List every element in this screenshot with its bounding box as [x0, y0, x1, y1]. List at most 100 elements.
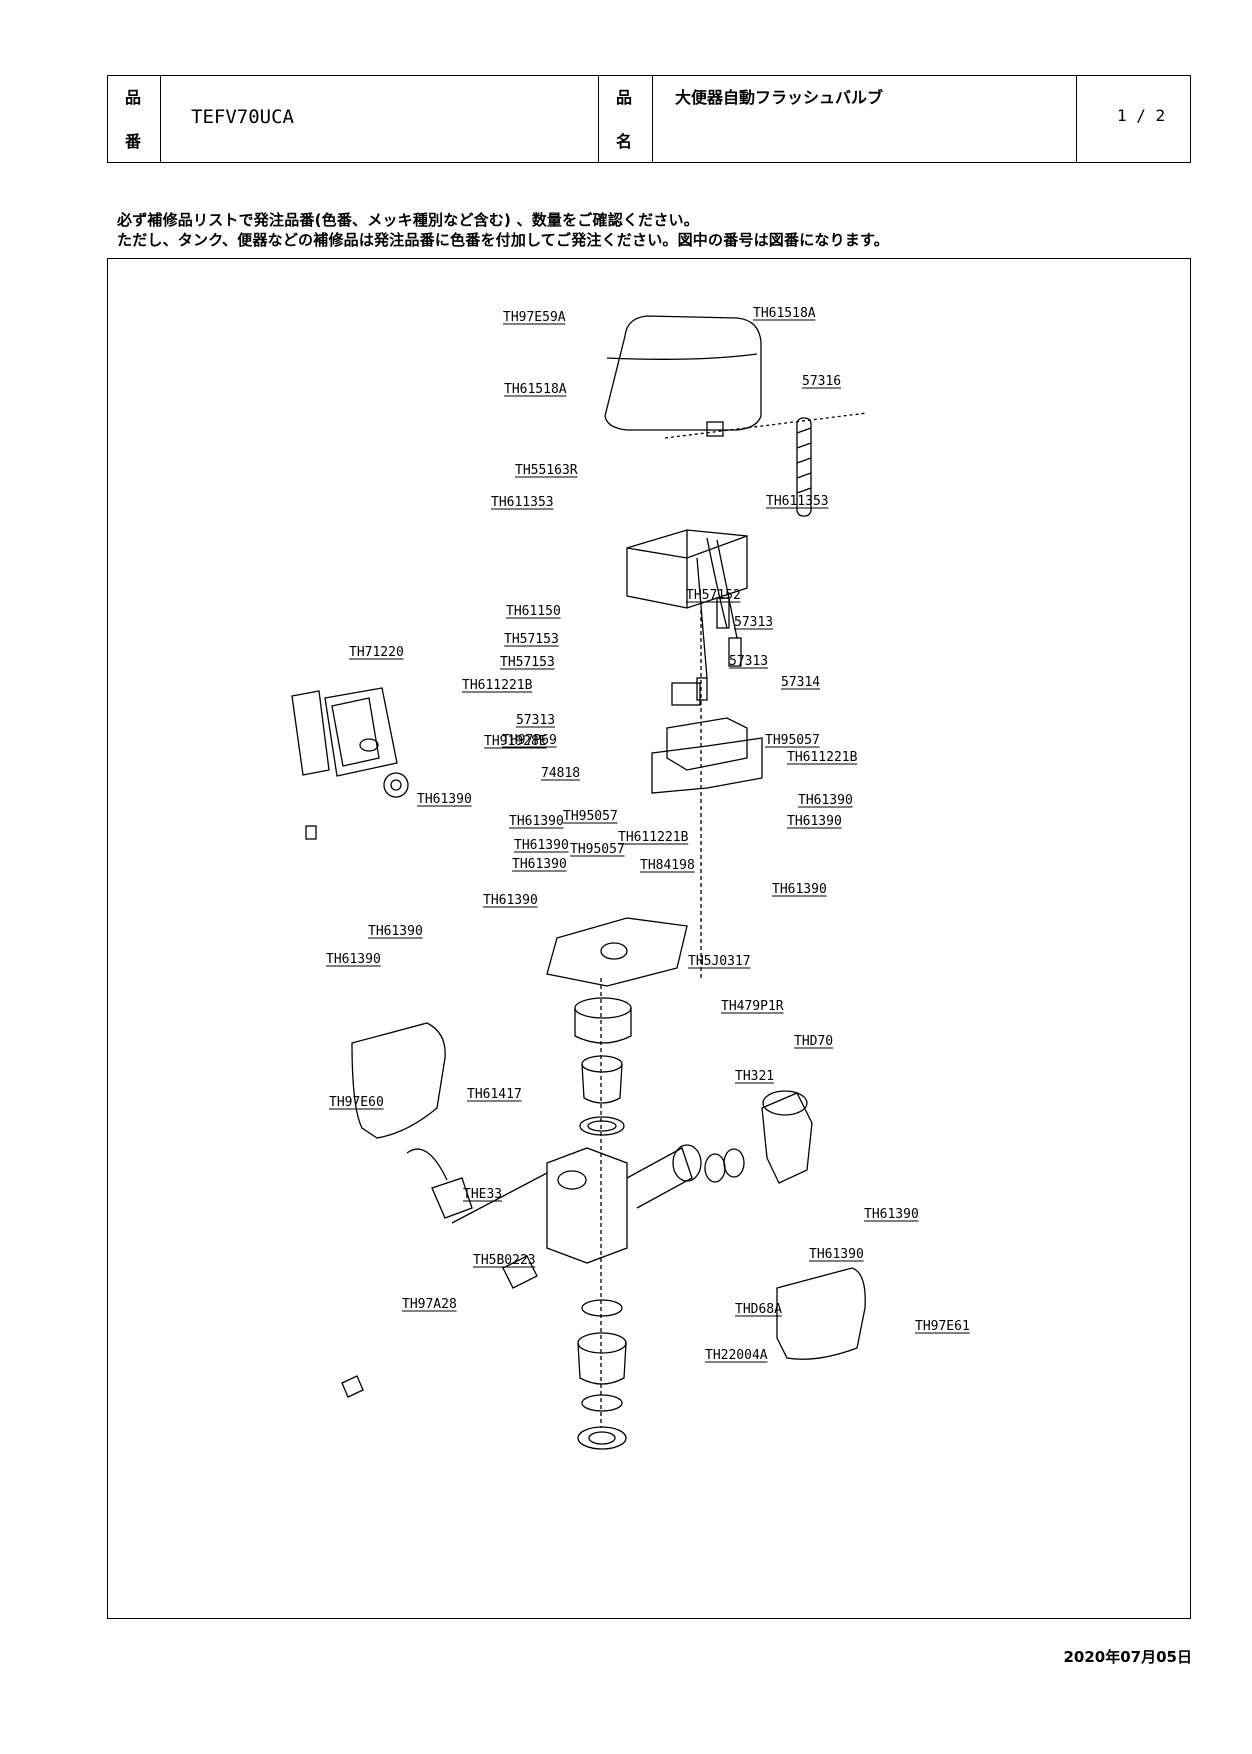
name-key-cell: 品 名	[599, 76, 653, 162]
part-label: 57316	[802, 374, 841, 389]
bracket-upper	[666, 717, 748, 771]
part-th479p1r-top	[581, 1055, 623, 1073]
part-number: TEFV70UCA	[191, 106, 294, 128]
ring-lower-2	[581, 1394, 623, 1412]
cover-link-line	[664, 412, 868, 439]
part-label: THD70	[794, 1034, 833, 1049]
part-label: TH61150	[506, 604, 561, 619]
part-label: TH97E60	[329, 1095, 384, 1110]
clamp-th57152	[671, 682, 701, 706]
product-name: 大便器自動フラッシュバルブ	[675, 88, 884, 107]
page-number: 1 / 2	[1117, 106, 1166, 125]
part-label: TH5B0223	[473, 1253, 536, 1268]
part-label: 57314	[781, 675, 820, 690]
elbow-thd70	[761, 1092, 813, 1184]
oring-thd70-1	[704, 1153, 726, 1183]
part-label: TH61390	[772, 882, 827, 897]
part-label: TH95057	[570, 842, 625, 857]
solenoid-link	[451, 1172, 548, 1224]
name-key-1: 品	[616, 88, 633, 107]
controller-wires	[696, 537, 738, 679]
wire-plug-3	[696, 677, 708, 701]
wall-plate-hole	[359, 738, 379, 752]
nut-th22004a-inner	[588, 1431, 616, 1445]
plate-hole	[600, 942, 628, 960]
part-label: 57313	[734, 615, 773, 630]
ring-th91928e-inner	[390, 779, 402, 791]
part-label: TH61390	[809, 1247, 864, 1262]
part-label: 57313	[516, 713, 555, 728]
part-label: TH95057	[765, 733, 820, 748]
name-key-2: 名	[616, 132, 633, 151]
part-label: THD68A	[735, 1302, 782, 1317]
part-label: TH97E61	[915, 1319, 970, 1334]
part-thd68a-body	[577, 1342, 627, 1385]
ring-lower-1	[581, 1299, 623, 1317]
part-no-cell: TEFV70UCA	[161, 76, 599, 162]
wire-plug-1	[716, 597, 730, 629]
part-label: TH5J0317	[688, 954, 751, 969]
part-label: TH611221B	[787, 750, 858, 765]
cover-notch	[706, 421, 724, 437]
part-label: TH61417	[467, 1087, 522, 1102]
part-label: TH61390	[417, 792, 472, 807]
note-line-1: 必ず補修品リストで発注品番(色番、メッキ種別など含む) 、数量をご確認ください。	[117, 211, 699, 229]
part-th479p1r-body	[581, 1063, 623, 1104]
ring-th321-outer	[579, 1116, 625, 1136]
part-label: TH84198	[640, 858, 695, 873]
part-label: TH57152	[686, 588, 741, 603]
part-label: TH611221B	[618, 830, 689, 845]
mount-box	[291, 690, 330, 776]
part-label: TH61390	[798, 793, 853, 808]
wall-plate-inner	[331, 697, 380, 767]
part-label: TH479P1R	[721, 999, 784, 1014]
valve-inlet-nut	[672, 1144, 702, 1182]
part-label: 74818	[541, 766, 580, 781]
part-label: TH61390	[326, 952, 381, 967]
part-th5j0317-body	[574, 1008, 632, 1044]
issue-date: 2020年07月05日	[1063, 1648, 1193, 1666]
cover-top	[604, 315, 762, 431]
part-th97a28	[341, 1375, 364, 1398]
part-thd68a-top	[577, 1332, 627, 1354]
part-no-key-1: 品	[125, 88, 142, 107]
bracket-74818	[651, 737, 763, 794]
side-cover-th97e61	[776, 1267, 866, 1360]
part-th5b0223	[502, 1255, 538, 1289]
part-label: TH97P69	[502, 733, 557, 748]
plate-th84198	[546, 917, 688, 987]
part-label: TH91928E	[484, 734, 547, 749]
wire-plug-2	[728, 637, 742, 667]
solenoid-wire	[406, 1148, 448, 1181]
oring-thd70-2	[723, 1148, 745, 1178]
part-th5j0317-top	[574, 997, 632, 1019]
part-label: TH611353	[491, 495, 554, 510]
part-label: TH22004A	[705, 1348, 768, 1363]
part-label: TH61390	[864, 1207, 919, 1222]
wall-plate	[324, 687, 398, 777]
ring-th321-inner	[587, 1120, 617, 1132]
page-cell: 1 / 2	[1077, 76, 1192, 162]
clip-th95057	[305, 825, 317, 840]
part-label: TH55163R	[515, 463, 578, 478]
ring-th91928e	[383, 772, 409, 798]
part-label: TH321	[735, 1069, 774, 1084]
part-label: TH61390	[509, 814, 564, 829]
tube-ridges	[796, 427, 812, 494]
title-block: 品 番 TEFV70UCA 品 名 大便器自動フラッシュバルブ 1 / 2	[107, 75, 1191, 163]
part-label: TH97A28	[402, 1297, 457, 1312]
cover-top-edge	[606, 353, 758, 360]
part-label: TH61390	[368, 924, 423, 939]
part-label: 57313	[729, 654, 768, 669]
valve-port	[557, 1170, 587, 1190]
part-label: THE33	[463, 1187, 502, 1202]
part-no-key-2: 番	[125, 132, 142, 151]
part-label: TH57153	[500, 655, 555, 670]
solenoid-the33	[431, 1177, 473, 1219]
part-label: TH71220	[349, 645, 404, 660]
part-label: TH611353	[766, 494, 829, 509]
part-no-key-cell: 品 番	[108, 76, 161, 162]
side-cover-th97e60	[351, 1022, 446, 1139]
